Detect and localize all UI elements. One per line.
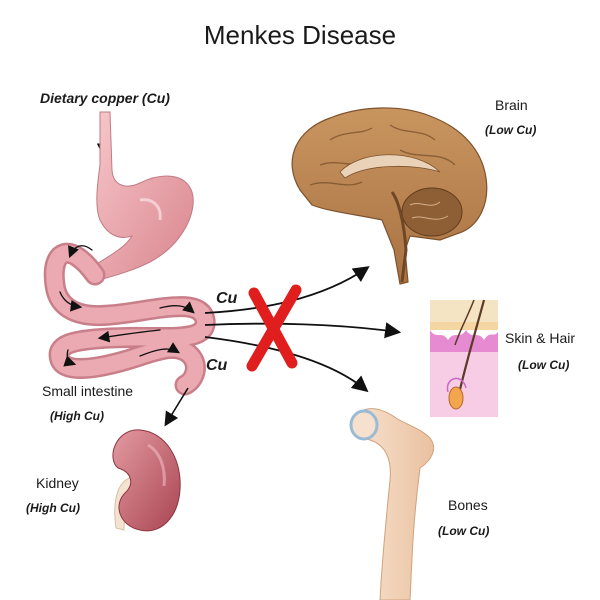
small-intestine-cu-level: (High Cu) (50, 409, 104, 423)
kidney-arrow (164, 387, 189, 427)
bones-cu-level: (Low Cu) (438, 524, 490, 538)
skin-hair-label: Skin & Hair (505, 330, 576, 346)
skin-hair-icon (430, 299, 498, 417)
kidney-label: Kidney (36, 475, 79, 491)
bone-icon (349, 408, 435, 600)
stomach-icon (89, 111, 194, 281)
small-intestine-label: Small intestine (42, 383, 134, 399)
intestine-icon (43, 242, 216, 396)
blocked-x-icon (246, 284, 302, 372)
dietary-copper-label: Dietary copper (Cu) (40, 90, 170, 106)
cu-label-top: Cu (216, 290, 238, 307)
brain-icon (291, 107, 488, 285)
transport-arrows (204, 266, 402, 393)
kidney-cu-level: (High Cu) (26, 501, 80, 515)
page-title: Menkes Disease (203, 20, 397, 50)
skin-hair-cu-level: (Low Cu) (518, 358, 570, 372)
brain-label: Brain (495, 97, 528, 113)
cu-label-bottom: Cu (206, 357, 228, 374)
bones-label: Bones (448, 497, 488, 513)
kidney-icon (112, 429, 181, 532)
brain-cu-level: (Low Cu) (485, 123, 537, 137)
